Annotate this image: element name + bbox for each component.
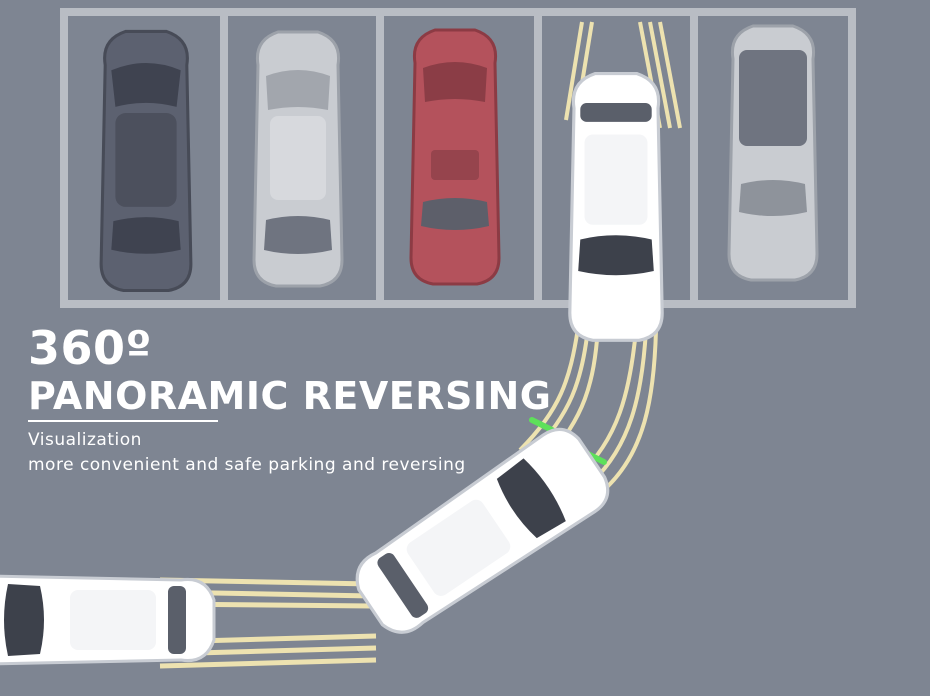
reversing-car-start-icon	[0, 574, 216, 666]
parked-car-dark-icon	[99, 29, 193, 293]
headline-title: PANORAMIC REVERSING	[28, 374, 552, 418]
reversing-car-in-bay-icon	[568, 72, 664, 342]
parked-car-silver-icon	[727, 24, 819, 282]
parked-car-red-icon	[409, 28, 501, 286]
reversing-car-on-curve-icon	[343, 418, 620, 648]
subtitle-line-1: Visualization	[28, 430, 142, 450]
parking-bays	[60, 8, 856, 308]
parked-car-silver-icon	[252, 30, 344, 288]
degree-label: 360º	[28, 321, 152, 375]
headline-underline	[28, 420, 218, 422]
headline: 360º PANORAMIC REVERSING Visualization m…	[28, 322, 551, 478]
subtitle-line-2: more convenient and safe parking and rev…	[28, 455, 466, 475]
